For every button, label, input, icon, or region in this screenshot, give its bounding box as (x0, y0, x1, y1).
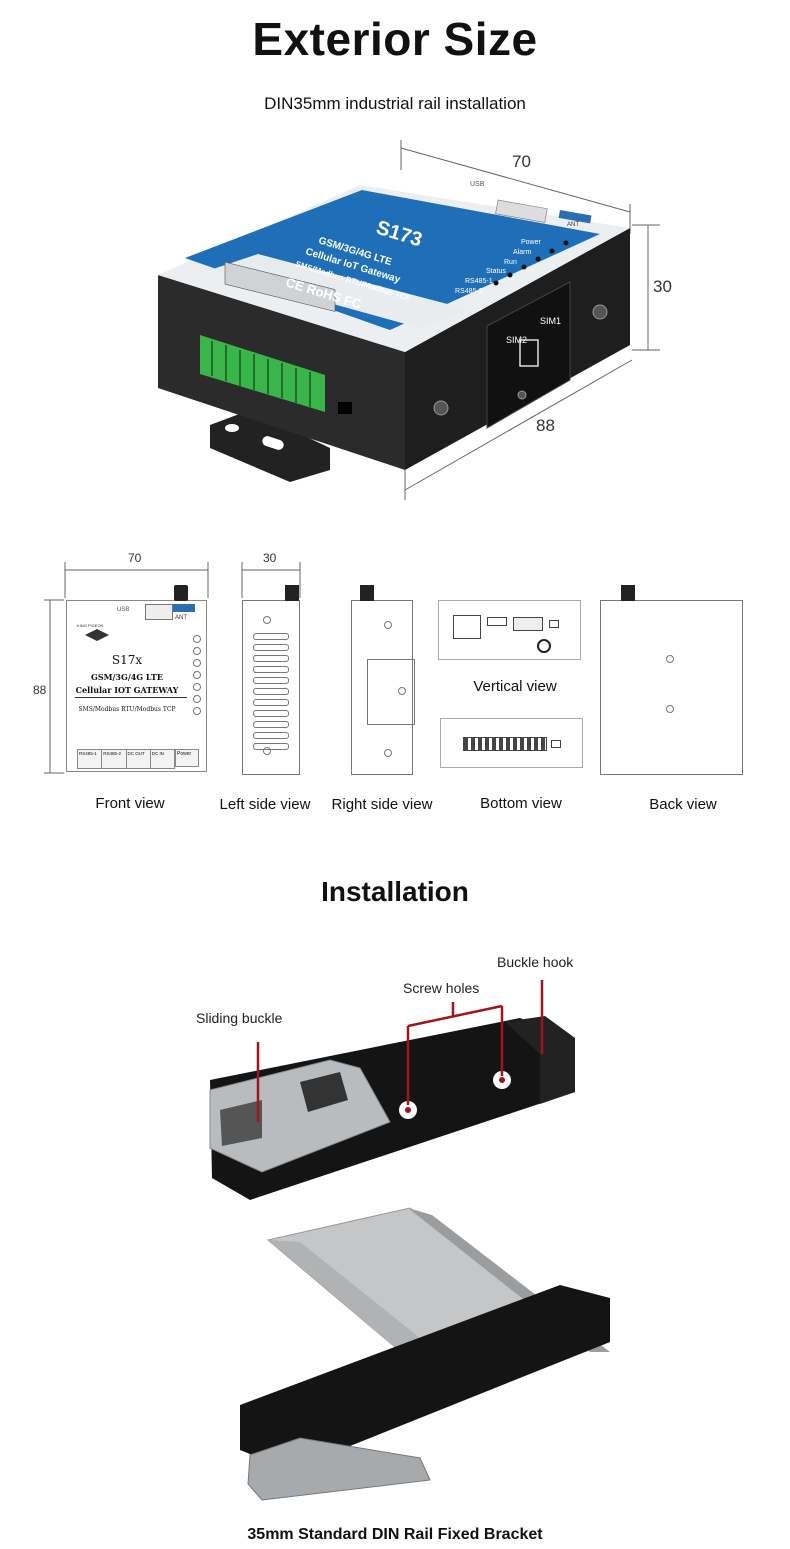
port-rs485-1: RS485-1 (78, 750, 103, 768)
dimension-width: 70 (512, 152, 531, 171)
front-view-dimension-lines (44, 562, 301, 774)
upper-bracket (209, 1016, 575, 1200)
front-view-width-dim: 70 (128, 551, 142, 565)
green-terminal-block (200, 335, 325, 412)
installation-caption: 35mm Standard DIN Rail Fixed Bracket (247, 1526, 543, 1543)
antenna-icon (285, 585, 299, 601)
dimension-depth: 88 (536, 416, 555, 435)
front-port-strip: RS485-1 RS485-2 DC OUT DC IN (77, 749, 175, 769)
dimension-height: 30 (653, 277, 672, 296)
brand-logo-icon (83, 627, 111, 643)
page-title: Exterior Size (252, 13, 538, 65)
svg-text:Alarm: Alarm (513, 249, 531, 256)
device-3d-illustration: SIM1 SIM2 S173 GSM/3G/4G LTE Cellular Io… (158, 140, 660, 500)
svg-text:RS485-2: RS485-2 (455, 288, 483, 295)
din-bracket-photo (209, 980, 610, 1501)
lower-bracket (240, 1285, 610, 1501)
front-ant-label: ANT (175, 615, 187, 621)
vertical-view-panel (438, 600, 581, 660)
antenna-icon (621, 585, 635, 601)
left-side-view-panel (242, 585, 300, 775)
front-line2: Cellular IOT GATEWAY (75, 685, 179, 695)
installation-title: Installation (321, 876, 469, 907)
label-right-side-view: Right side view (331, 796, 433, 813)
top-switch-icon (549, 620, 559, 628)
port-dc-in: DC IN (151, 751, 164, 756)
front-power-switch: Power (175, 749, 199, 767)
label-sliding-buckle: Sliding buckle (196, 1010, 283, 1026)
port-dc-out: DC OUT (127, 750, 151, 768)
ethernet-port-icon (453, 615, 481, 639)
front-brand: KING PIGEON (77, 623, 104, 628)
side-view-width-dim: 30 (263, 551, 277, 565)
front-led-column (193, 635, 201, 715)
bottom-view-panel (440, 718, 583, 768)
sim1-label: SIM1 (540, 316, 561, 326)
port-rs485-2: RS485-2 (102, 750, 127, 768)
label-bottom-view: Bottom view (480, 795, 562, 812)
back-view-panel (600, 585, 743, 775)
top-terminal-icon (513, 617, 543, 631)
sim-cover (486, 281, 571, 429)
vent-slots (253, 633, 289, 750)
svg-text:Power: Power (521, 239, 542, 246)
label-back-view: Back view (649, 796, 717, 813)
din-bracket-3d (210, 410, 330, 482)
svg-text:ANT: ANT (567, 222, 579, 228)
sim2-label: SIM2 (506, 335, 527, 345)
front-view-panel: USB ANT KING PIGEON S17x GSM/3G/4G LTE C… (66, 585, 207, 772)
antenna-connector-icon (537, 639, 551, 653)
antenna-icon (360, 585, 374, 601)
front-line3: SMS/Modbus RTU/Modbus TCP (78, 706, 176, 713)
annotation-lines (256, 980, 544, 1122)
sim-cover-outline (367, 659, 415, 725)
label-screw-holes: Screw holes (403, 980, 480, 996)
bottom-terminal-row (463, 737, 547, 751)
usb-port-icon (487, 617, 507, 626)
svg-text:RS485-1: RS485-1 (465, 278, 493, 285)
label-buckle-hook: Buckle hook (497, 954, 574, 970)
dimension-lines (400, 140, 660, 500)
device-blue-label (185, 190, 600, 330)
svg-text:Status: Status (486, 268, 506, 275)
label-vertical-view: Vertical view (473, 678, 557, 695)
front-ant-tag (173, 604, 195, 612)
svg-text:Run: Run (504, 259, 517, 266)
front-model: S17x (111, 653, 143, 667)
front-top-terminal (145, 604, 173, 620)
antenna-icon (174, 585, 188, 601)
right-side-view-panel (351, 585, 415, 775)
front-view-height-dim: 88 (33, 683, 47, 697)
front-usb-label: USB (117, 607, 130, 613)
front-line1: GSM/3G/4G LTE (91, 672, 163, 682)
label-left-side-view: Left side view (219, 796, 311, 813)
svg-text:USB: USB (470, 181, 485, 188)
page-subtitle: DIN35mm industrial rail installation (264, 94, 526, 113)
label-front-view: Front view (95, 795, 165, 812)
